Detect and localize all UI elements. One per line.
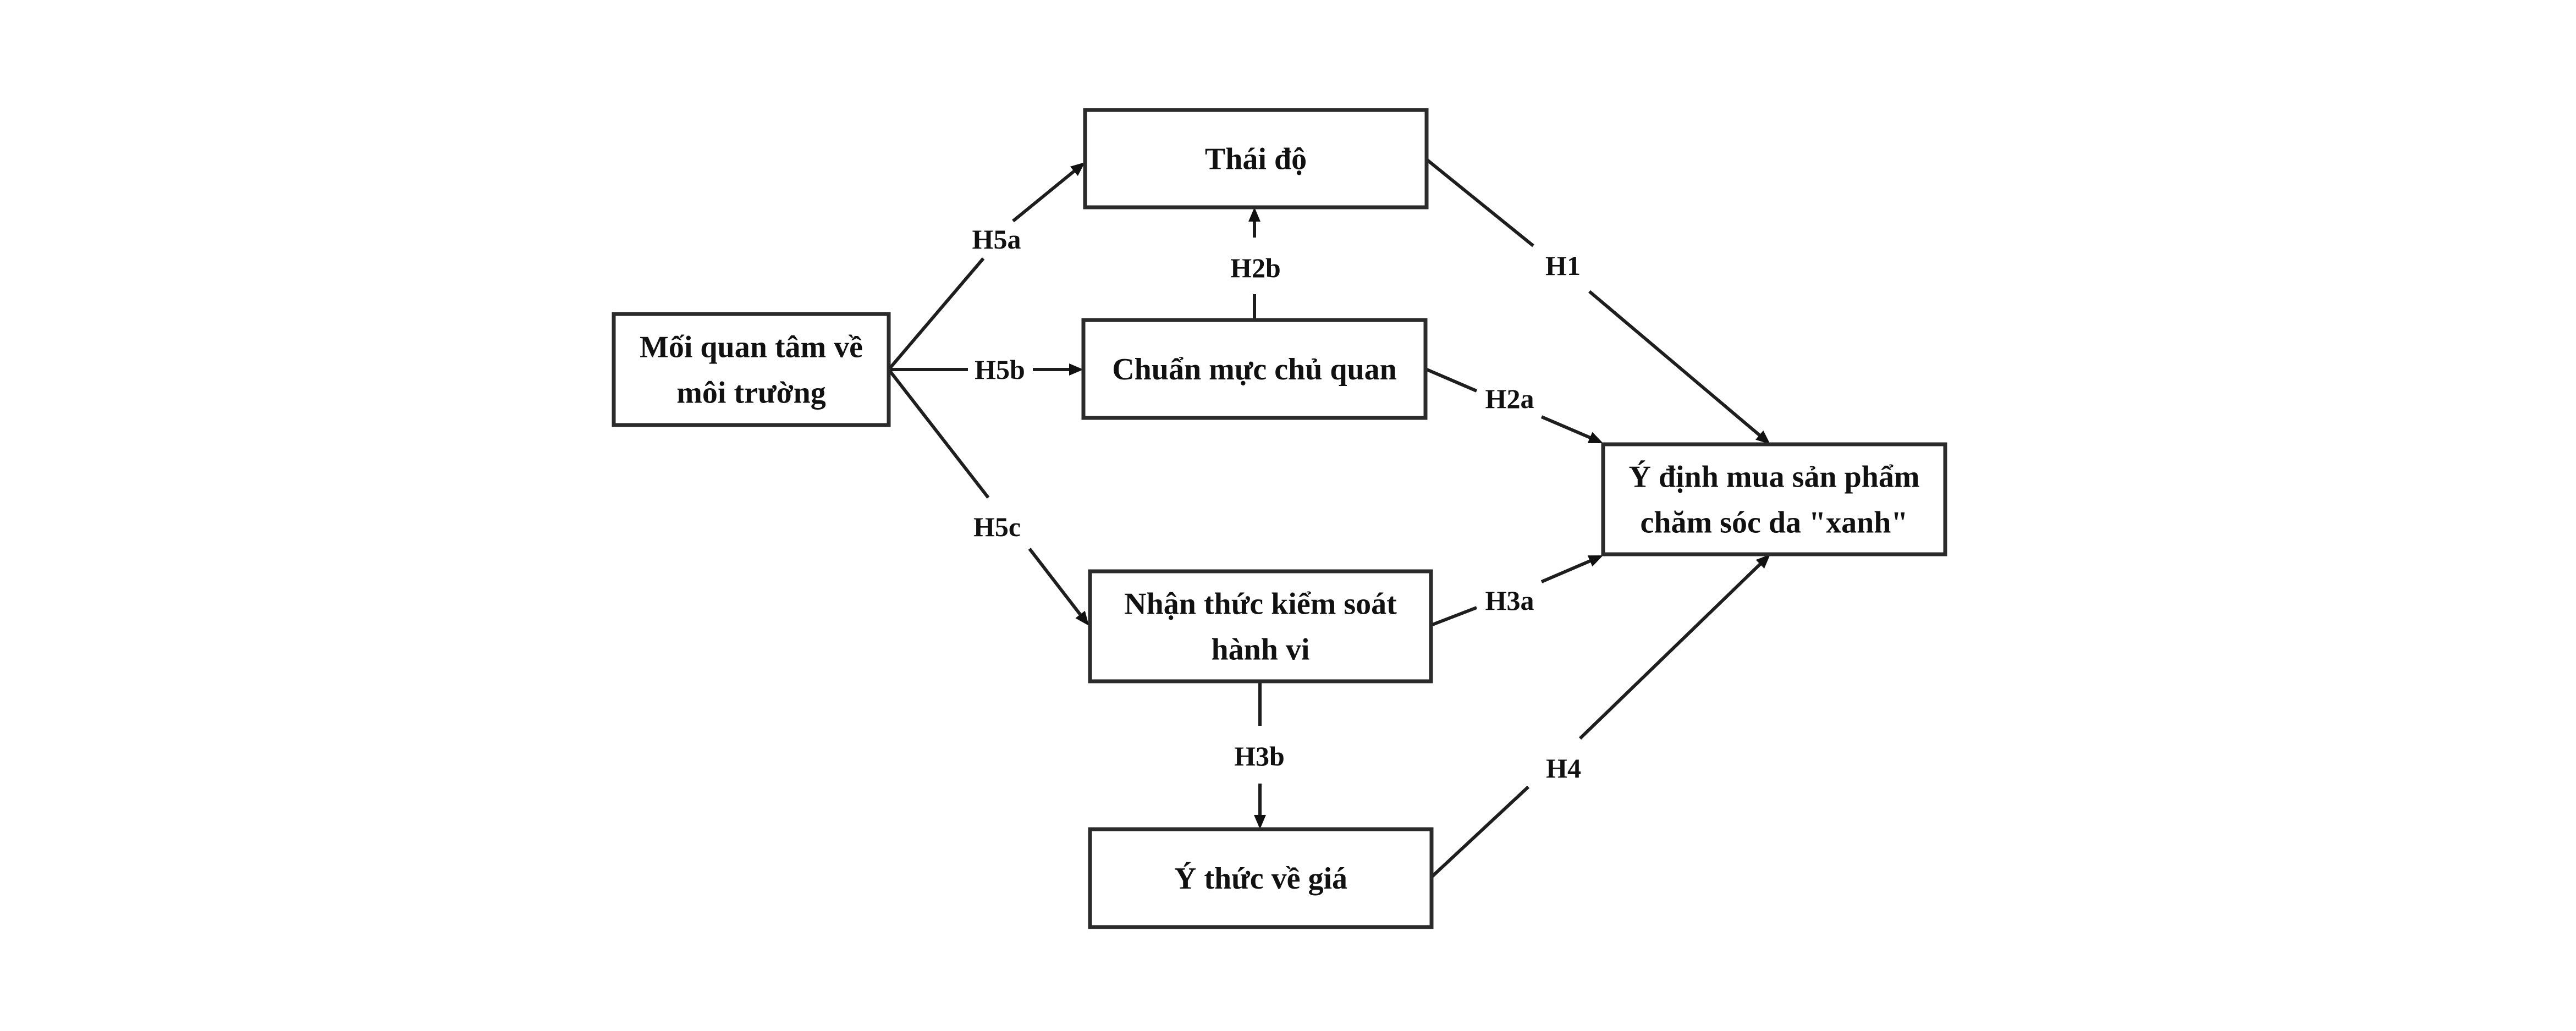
edge-h5c [887,368,1089,626]
node-perceived-behavioral-control: Nhận thức kiểm soát hành vi [1088,569,1433,683]
edge-segment [1424,367,1478,393]
edge-h1 [1425,158,1770,444]
edges-layer [887,158,1770,879]
nodes-layer: Mối quan tâm về môi trường Thái độ Chuẩn mự… [612,108,1947,929]
edge-label-h1: H1 [1545,250,1581,281]
arrowhead-icon [1069,363,1083,376]
node-price-consciousness: Ý thức về giá [1088,827,1434,929]
edge-h2b [1248,207,1261,320]
arrowhead-icon [1075,610,1089,626]
edge-segment [887,368,990,499]
edge-label-h5c: H5c [973,511,1021,542]
edge-segment [1028,548,1084,618]
node-label-line: chăm sóc da "xanh" [1641,506,1908,540]
node-box [1088,827,1434,929]
edge-segment [1430,785,1530,879]
edge-segment [1425,158,1534,247]
edge-label-h3b: H3b [1234,741,1285,771]
arrowhead-icon [1755,554,1770,569]
arrowhead-icon [1248,207,1261,222]
edge-segment [887,257,985,371]
edge-h5b [889,363,1083,376]
edge-h4 [1430,554,1770,879]
edge-label-h2b: H2b [1230,252,1281,283]
arrowhead-icon [1587,432,1603,443]
node-attitude: Thái độ [1083,108,1429,209]
edge-label-h5b: H5b [975,354,1025,385]
arrowhead-icon [1587,555,1603,567]
node-environmental-concern: Mối quan tâm về môi trường [612,312,891,427]
node-label-line: Nhận thức kiểm soát [1124,587,1397,621]
node-box [1601,442,1947,556]
edge-label-h4: H4 [1546,753,1581,784]
node-box [1081,318,1428,420]
node-label-line: môi trường [676,376,825,410]
edge-label-h2a: H2a [1485,383,1534,414]
node-label-line: Ý định mua sản phẩm [1628,460,1919,494]
edge-segment [1540,558,1594,583]
node-box [1083,108,1429,209]
node-label-line: Mối quan tâm về [640,330,863,365]
node-purchase-intention: Ý định mua sản phẩm chăm sóc da "xanh" [1601,442,1947,556]
edge-label-h3a: H3a [1485,585,1534,616]
edge-segment [1540,415,1594,440]
node-box [1088,569,1433,683]
node-label-line: Ý thức về giá [1174,862,1347,896]
node-label-line: hành vi [1212,633,1310,667]
edge-h5a [887,162,1085,371]
edge-h3b [1254,682,1266,829]
node-subjective-norm: Chuẩn mực chủ quan [1081,318,1428,420]
edge-segment [1588,290,1763,439]
edge-label-h5a: H5a [972,224,1021,255]
node-label-line: Thái độ [1205,142,1307,177]
edge-segment [1578,560,1764,740]
node-label-line: Chuẩn mực chủ quan [1112,352,1397,387]
edge-h3a [1430,555,1603,627]
node-box [612,312,891,427]
arrowhead-icon [1755,430,1770,444]
edge-h2a [1424,367,1603,443]
edge-segment [1430,606,1478,627]
arrowhead-icon [1254,815,1266,829]
arrowhead-icon [1070,162,1085,176]
edge-segment [1012,168,1078,223]
